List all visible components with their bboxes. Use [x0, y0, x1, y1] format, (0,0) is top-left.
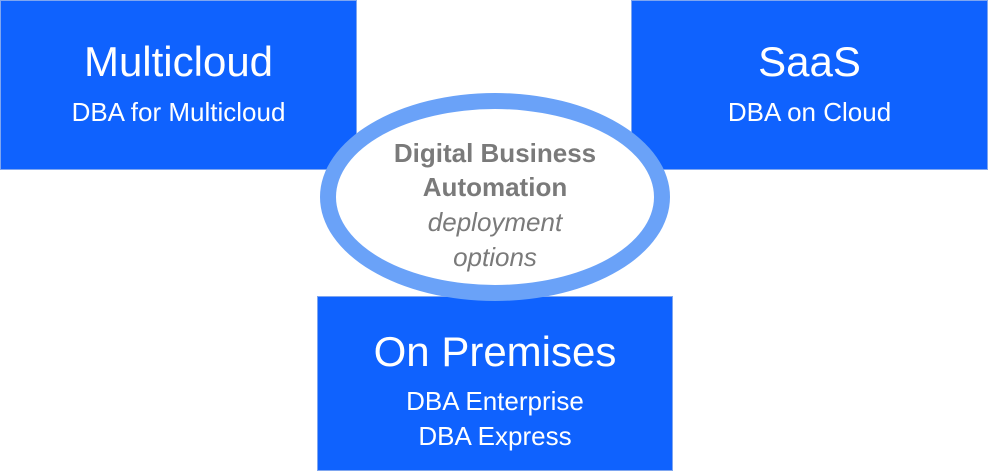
saas-subtitle: DBA on Cloud — [727, 97, 892, 127]
saas-title: SaaS — [758, 38, 861, 85]
multicloud-box: Multicloud DBA for Multicloud — [0, 0, 357, 170]
hub-title-line-2: Automation — [422, 172, 568, 202]
on-premises-title: On Premises — [373, 328, 617, 375]
hub-subtitle-line-2: options — [453, 242, 537, 272]
multicloud-title: Multicloud — [83, 38, 274, 85]
on-premises-line-enterprise: DBA Enterprise — [406, 386, 584, 416]
multicloud-subtitle: DBA for Multicloud — [71, 97, 286, 127]
hub-title-line-1: Digital Business — [393, 138, 597, 168]
on-premises-box: On Premises DBA Enterprise DBA Express — [317, 296, 673, 471]
hub-subtitle-line-1: deployment — [427, 207, 563, 237]
center-hub-ellipse: Digital Business Automation deployment o… — [320, 93, 670, 301]
on-premises-line-express: DBA Express — [418, 421, 572, 451]
saas-box: SaaS DBA on Cloud — [631, 0, 988, 170]
